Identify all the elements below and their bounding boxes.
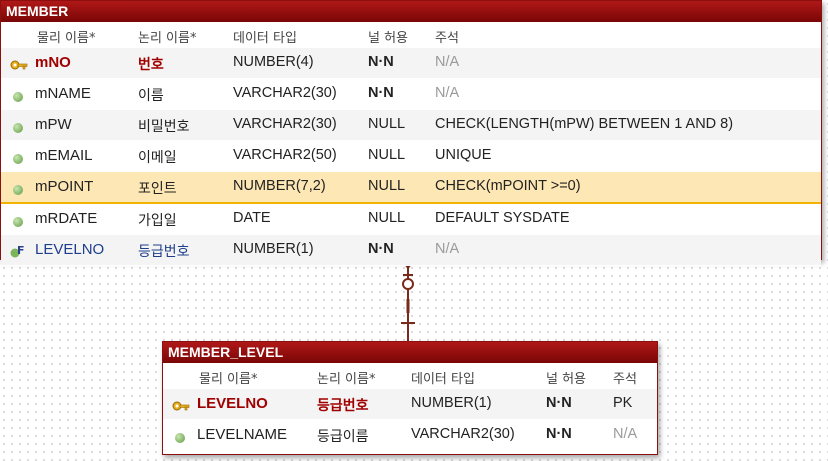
column-row[interactable]: mNO 번호 NUMBER(4) N·N N/A xyxy=(1,48,821,79)
key-icon xyxy=(10,56,28,70)
header-comment: 주석 xyxy=(613,372,637,387)
header-nullable: 널 허용 xyxy=(546,372,587,387)
entity-title[interactable]: MEMBER xyxy=(1,1,821,22)
data-type-cell: VARCHAR2(50) xyxy=(233,147,337,163)
nullable-cell: N·N xyxy=(368,85,394,101)
physical-name-cell: LEVELNAME xyxy=(197,426,288,443)
column-row[interactable]: mPOINT 포인트 NUMBER(7,2) NULL CHECK(mPOINT >=0… xyxy=(1,172,821,204)
logical-name-cell: 등급번호 xyxy=(138,244,190,260)
column-row[interactable]: F LEVELNO 등급번호 NUMBER(1) N·N N/A xyxy=(1,235,821,266)
header-comment: 주석 xyxy=(435,31,459,46)
header-physical-name: 물리 이름* xyxy=(199,372,258,387)
logical-name-cell: 비밀번호 xyxy=(138,119,190,135)
header-data-type: 데이터 타입 xyxy=(411,372,475,387)
physical-name-cell: LEVELNO xyxy=(35,241,105,258)
data-type-cell: VARCHAR2(30) xyxy=(411,426,515,442)
logical-name-cell: 이메일 xyxy=(138,150,177,166)
column-row[interactable]: mRDATE 가입일 DATE NULL DEFAULT SYSDATE xyxy=(1,204,821,235)
column-row[interactable]: mNAME 이름 VARCHAR2(30) N·N N/A xyxy=(1,79,821,110)
nullable-cell: N·N xyxy=(368,241,394,257)
comment-cell: DEFAULT SYSDATE xyxy=(435,210,570,226)
physical-name-cell: mPW xyxy=(35,116,72,133)
column-row[interactable]: mPW 비밀번호 VARCHAR2(30) NULL CHECK(LENGTH(mPW)… xyxy=(1,110,821,141)
nullable-cell: N·N xyxy=(546,395,572,411)
data-type-cell: DATE xyxy=(233,210,271,226)
header-data-type: 데이터 타입 xyxy=(233,31,297,46)
data-type-cell: NUMBER(7,2) xyxy=(233,178,326,194)
header-physical-name: 물리 이름* xyxy=(37,31,96,46)
nullable-cell: NULL xyxy=(368,178,406,194)
comment-cell: UNIQUE xyxy=(435,147,492,163)
nullable-cell: N·N xyxy=(546,426,572,442)
logical-name-cell: 번호 xyxy=(138,57,164,73)
physical-name-cell: mNO xyxy=(35,54,71,71)
header-nullable: 널 허용 xyxy=(368,31,409,46)
nullable-cell: NULL xyxy=(368,116,406,132)
column-header-row: 물리 이름* 논리 이름* 데이터 타입 널 허용 주석 xyxy=(163,363,657,389)
logical-name-cell: 이름 xyxy=(138,88,164,104)
physical-name-cell: mRDATE xyxy=(35,210,98,227)
logical-name-cell: 가입일 xyxy=(138,213,177,229)
column-row[interactable]: LEVELNO 등급번호 NUMBER(1) N·N PK xyxy=(163,389,657,420)
data-type-cell: NUMBER(1) xyxy=(233,241,314,257)
comment-cell: CHECK(mPOINT >=0) xyxy=(435,178,581,194)
physical-name-cell: mNAME xyxy=(35,85,91,102)
data-type-cell: VARCHAR2(30) xyxy=(233,116,337,132)
physical-name-cell: mEMAIL xyxy=(35,147,93,164)
data-type-cell: NUMBER(4) xyxy=(233,54,314,70)
column-dot-icon xyxy=(10,118,26,133)
nullable-cell: NULL xyxy=(368,147,406,163)
entity-member-level[interactable]: MEMBER_LEVEL 물리 이름* 논리 이름* 데이터 타입 널 허용 주… xyxy=(162,341,658,455)
column-row[interactable]: mEMAIL 이메일 VARCHAR2(50) NULL UNIQUE xyxy=(1,141,821,172)
header-logical-name: 논리 이름* xyxy=(138,31,197,46)
comment-cell: PK xyxy=(613,395,633,411)
comment-cell: CHECK(LENGTH(mPW) BETWEEN 1 AND 8) xyxy=(435,116,734,132)
physical-name-cell: LEVELNO xyxy=(197,395,268,412)
comment-cell: N/A xyxy=(435,54,460,70)
physical-name-cell: mPOINT xyxy=(35,178,94,195)
entity-title[interactable]: MEMBER_LEVEL xyxy=(163,342,657,363)
foreign-key-icon: F xyxy=(10,243,26,258)
column-dot-icon xyxy=(10,87,26,102)
nullable-cell: NULL xyxy=(368,210,406,226)
entity-member[interactable]: MEMBER 물리 이름* 논리 이름* 데이터 타입 널 허용 주석 mNO 번… xyxy=(0,0,822,266)
key-icon xyxy=(172,397,190,411)
logical-name-cell: 등급번호 xyxy=(317,398,369,414)
header-logical-name: 논리 이름* xyxy=(317,372,376,387)
data-type-cell: VARCHAR2(30) xyxy=(233,85,337,101)
column-dot-icon xyxy=(10,212,26,227)
column-row[interactable]: LEVELNAME 등급이름 VARCHAR2(30) N·N N/A xyxy=(163,420,657,451)
column-dot-icon xyxy=(10,180,26,195)
nullable-cell: N·N xyxy=(368,54,394,70)
comment-cell: N/A xyxy=(613,426,638,442)
column-dot-icon xyxy=(172,428,188,443)
column-dot-icon xyxy=(10,149,26,164)
data-type-cell: NUMBER(1) xyxy=(411,395,492,411)
comment-cell: N/A xyxy=(435,241,460,257)
svg-text:F: F xyxy=(17,244,25,257)
logical-name-cell: 포인트 xyxy=(138,181,177,197)
comment-cell: N/A xyxy=(435,85,460,101)
logical-name-cell: 등급이름 xyxy=(317,429,369,445)
column-header-row: 물리 이름* 논리 이름* 데이터 타입 널 허용 주석 xyxy=(1,22,821,48)
